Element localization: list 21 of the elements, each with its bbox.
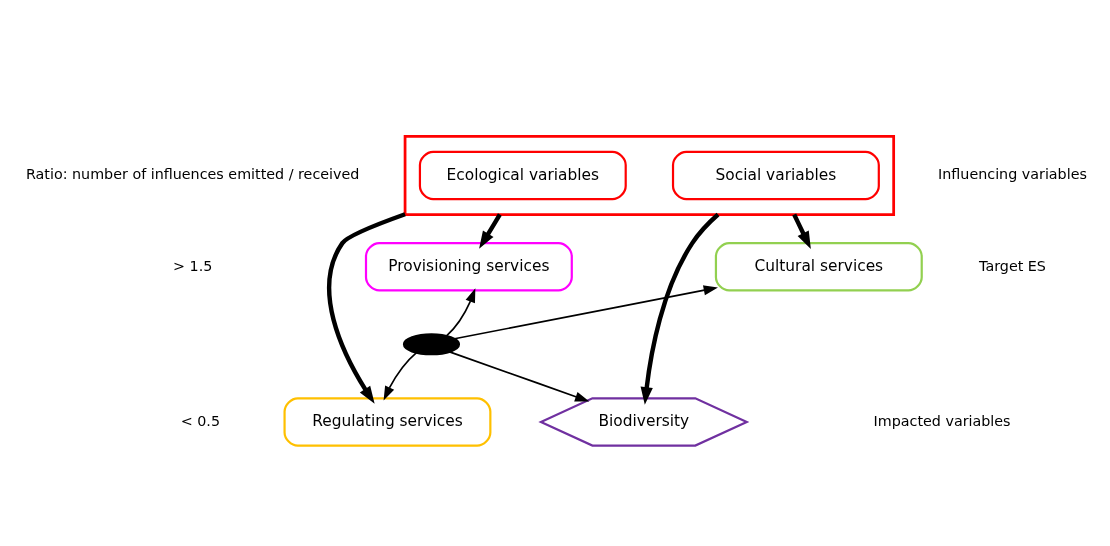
label: Ratio: number of influences emitted / received [26, 166, 360, 183]
arrow [479, 213, 502, 249]
label: < 0.5 [180, 412, 221, 429]
label: Impacted variables [873, 412, 1011, 429]
node-box: Cultural services [714, 242, 923, 292]
label: > 1.5 [173, 257, 213, 274]
cluster [403, 135, 896, 216]
node-box: Provisioning services [364, 242, 573, 292]
label: Target ES [979, 257, 1046, 274]
node-box: Social variables [671, 150, 880, 201]
arrow [383, 351, 418, 401]
arrow [327, 212, 406, 404]
node-box: Ecological variables [418, 150, 627, 201]
arrow [448, 351, 590, 402]
node-box: Regulating services [283, 397, 492, 447]
node-ellipse [402, 333, 461, 356]
label: Influencing variables [938, 166, 1087, 183]
arrow [640, 212, 720, 405]
arrow [445, 288, 476, 337]
arrow [453, 285, 718, 340]
arrow [792, 213, 811, 250]
